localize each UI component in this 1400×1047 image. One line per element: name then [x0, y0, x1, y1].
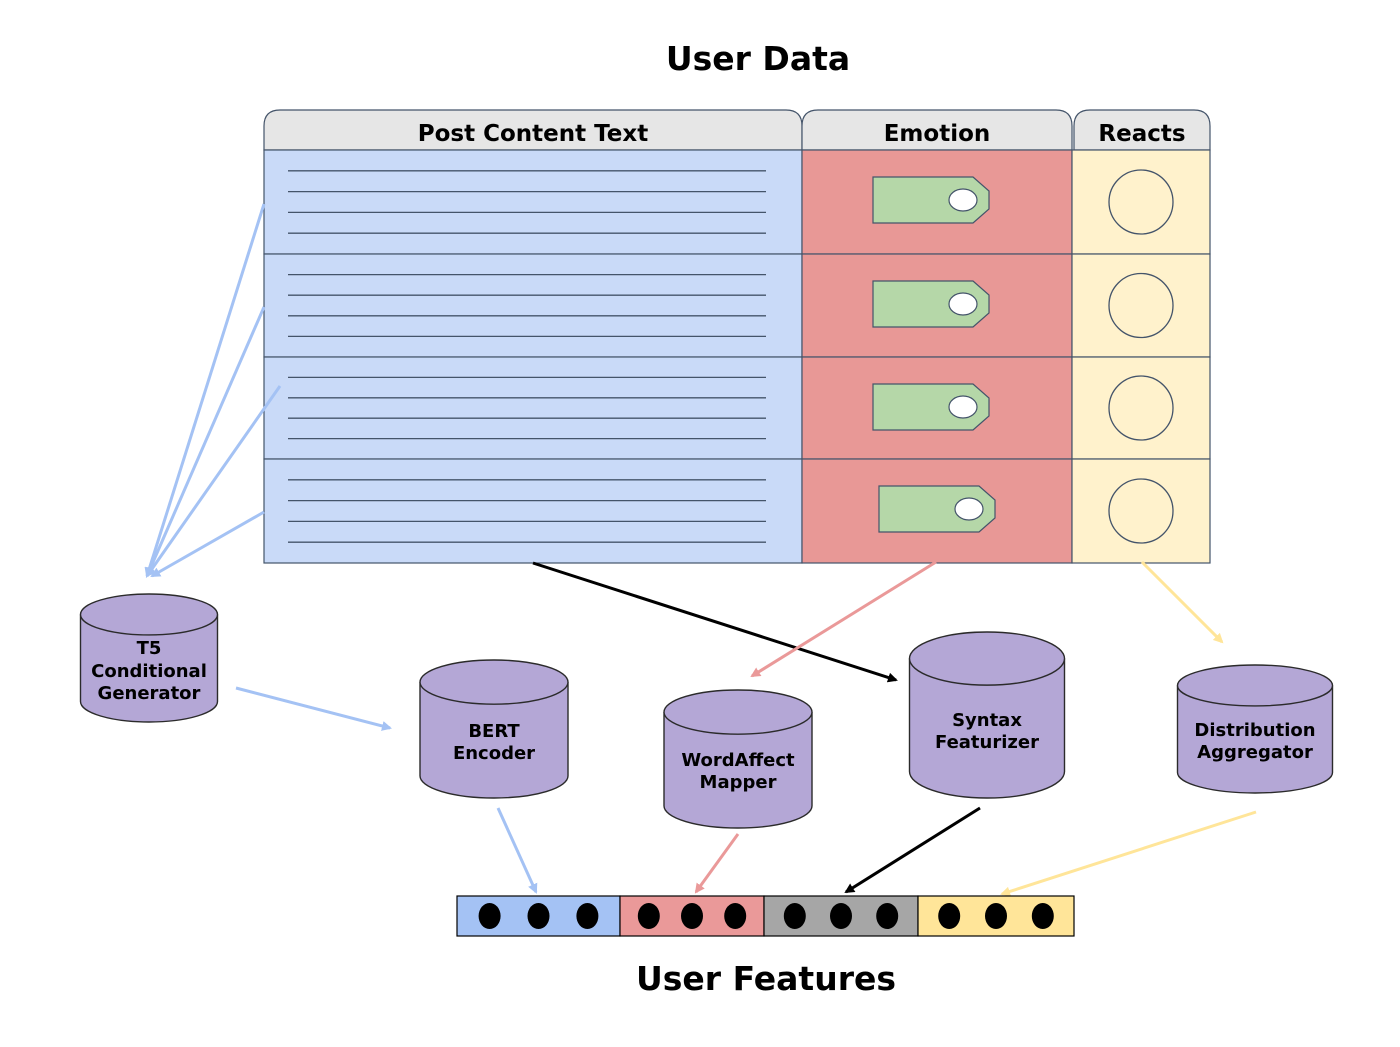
reacts-cell — [1071, 356, 1211, 460]
arrow-distribution-to-features — [1000, 810, 1257, 897]
cylinder-top — [1176, 664, 1334, 707]
react-circle-icon — [1108, 169, 1174, 235]
post-cell — [263, 356, 803, 460]
component-label: BERT — [468, 721, 520, 742]
feature-dot — [783, 903, 806, 929]
emotion-tag-icon — [872, 383, 990, 431]
feature-dot — [527, 903, 550, 929]
tag-hole — [948, 292, 978, 316]
syntax-features — [763, 895, 919, 937]
column-header-post-content: Post Content Text — [418, 121, 648, 147]
reacts-cell — [1071, 253, 1211, 358]
distribution-features — [917, 895, 1075, 937]
header-tab-reacts — [1073, 109, 1211, 151]
wordaffect-features — [619, 895, 765, 937]
emotion-cell — [801, 356, 1073, 460]
react-circle-icon — [1108, 478, 1174, 544]
database-cylinder-icon — [663, 712, 813, 829]
arrow-wordaffect-to-features — [694, 833, 740, 894]
features-title: User Features — [636, 959, 896, 998]
component-label: Generator — [98, 683, 201, 704]
emotion-cell — [801, 149, 1073, 255]
header-tab-emotion — [801, 109, 1073, 151]
arrows — [144, 203, 1257, 897]
bert-features — [456, 895, 621, 937]
feature-dot — [724, 903, 747, 929]
table-row — [263, 458, 1211, 564]
column-header-reacts: Reacts — [1098, 121, 1185, 147]
component-label: Aggregator — [1197, 742, 1313, 763]
arrow-post-row4-to-t5 — [150, 510, 265, 578]
reacts-cell — [1071, 458, 1211, 564]
feature-dot — [576, 903, 599, 929]
post-cell — [263, 253, 803, 358]
database-cylinder-icon — [79, 614, 219, 723]
table-header: Post Content Text Emotion Reacts — [263, 109, 1211, 151]
emotion-tag-icon — [872, 176, 990, 224]
post-cell — [263, 458, 803, 564]
component-label: Encoder — [453, 743, 535, 764]
arrow-post-row2-to-t5 — [145, 306, 266, 578]
feature-dot — [637, 903, 660, 929]
cylinder-top — [663, 689, 813, 735]
component-label: Syntax — [952, 710, 1022, 731]
emotion-cell — [801, 458, 1073, 564]
column-header-emotion: Emotion — [884, 121, 991, 147]
feature-dot — [985, 903, 1007, 929]
arrow-reacts-to-distribution — [1140, 560, 1224, 644]
feature-dot — [830, 903, 852, 929]
component-label: WordAffect — [681, 750, 795, 771]
component-label: T5 — [137, 638, 162, 659]
component-label: Featurizer — [935, 732, 1039, 753]
arrow-t5-to-bert — [235, 686, 392, 731]
table-row — [263, 149, 1211, 255]
emotion-tag-icon — [878, 485, 996, 533]
database-cylinder-icon — [908, 658, 1066, 799]
react-circle-icon — [1108, 375, 1174, 441]
database-cylinder-icon — [419, 682, 569, 799]
feature-dot — [938, 903, 961, 929]
table-row — [263, 253, 1211, 358]
reacts-cell — [1071, 149, 1211, 255]
tag-hole — [948, 395, 978, 419]
feature-dot — [1031, 903, 1054, 929]
table-body — [263, 149, 1211, 564]
arrow-syntax-to-features — [844, 806, 981, 894]
tag-hole — [948, 188, 978, 212]
feature-dot — [478, 903, 501, 929]
cylinder-top — [79, 593, 219, 636]
post-cell — [263, 149, 803, 255]
arrow-post-to-syntax — [532, 561, 898, 683]
database-cylinder-icon — [1176, 685, 1334, 794]
arrow-emotion-to-wordaffect — [750, 560, 937, 678]
table-row — [263, 356, 1211, 460]
feature-dot — [876, 903, 899, 929]
component-label: Distribution — [1194, 720, 1315, 741]
component-label: Mapper — [700, 772, 777, 793]
tag-hole — [954, 497, 984, 521]
diagram-title: User Data — [666, 39, 850, 78]
arrow-post-row3-to-t5 — [145, 385, 282, 578]
component-label: Conditional — [91, 661, 207, 682]
cylinder-top — [419, 659, 569, 705]
emotion-cell — [801, 253, 1073, 358]
feature-vector — [456, 895, 1075, 937]
emotion-tag-icon — [872, 280, 990, 328]
cylinder-top — [908, 631, 1066, 686]
react-circle-icon — [1108, 272, 1174, 339]
feature-dot — [681, 903, 703, 929]
arrow-bert-to-features — [496, 807, 538, 894]
arrow-post-row1-to-t5 — [144, 203, 266, 578]
